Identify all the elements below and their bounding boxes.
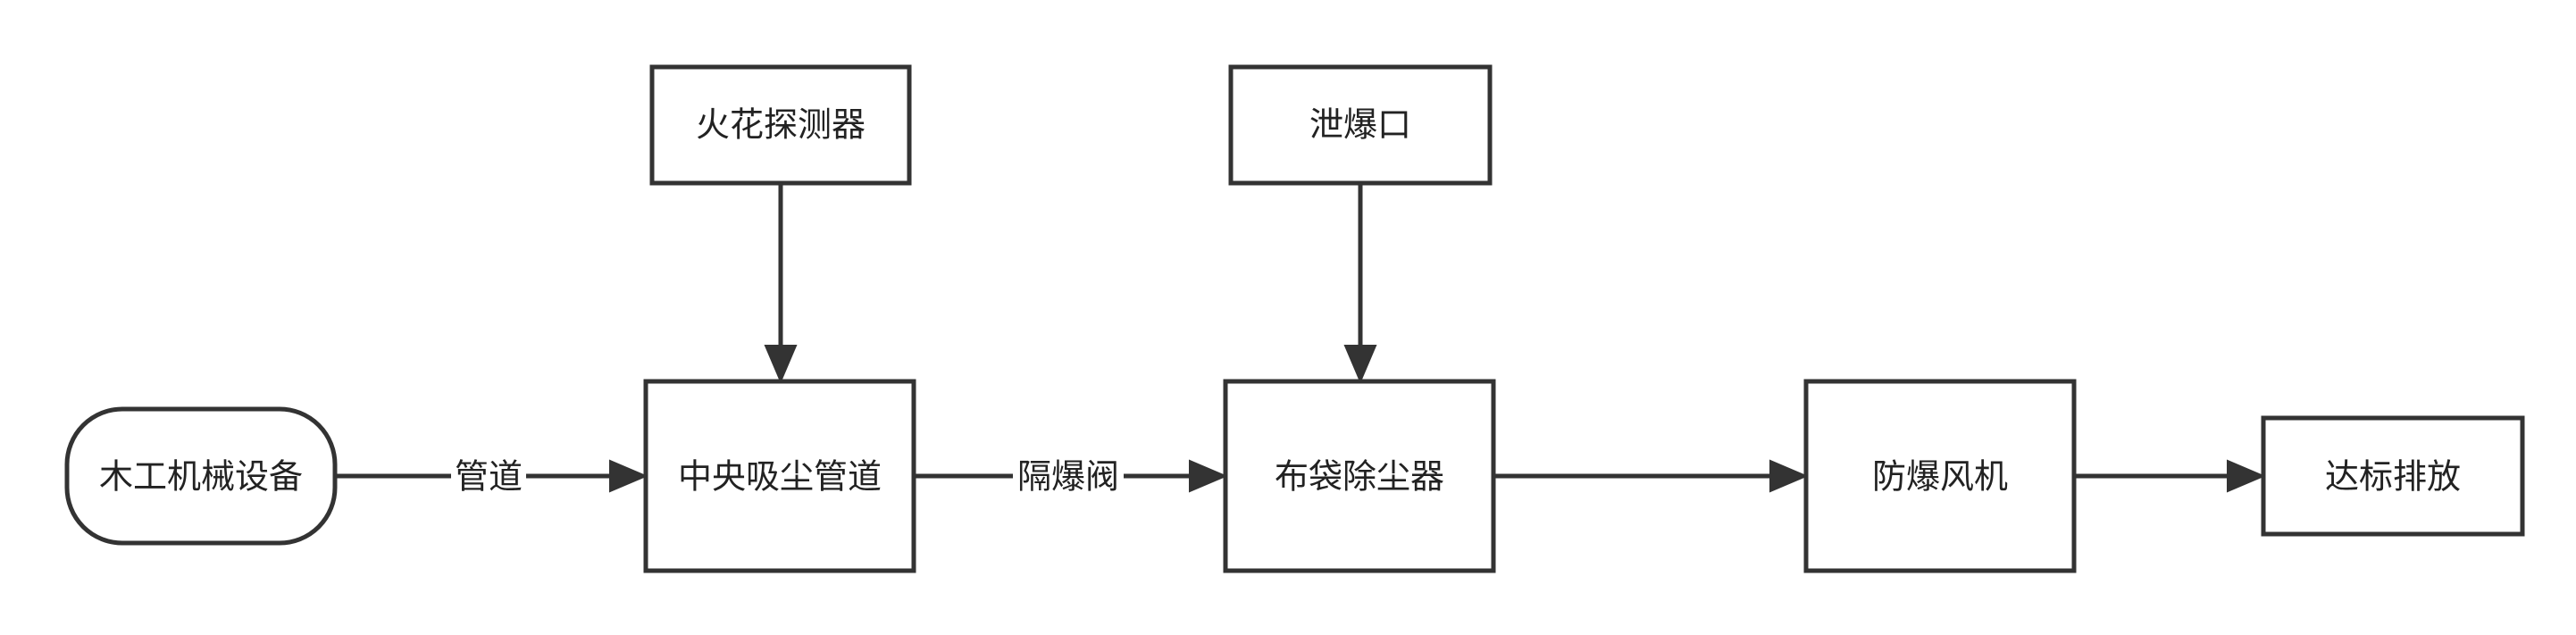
node-spark-detector-shape bbox=[649, 64, 912, 186]
edge-vent-to-bag-filter bbox=[1343, 183, 1377, 384]
node-spark-detector: 火花探测器 bbox=[649, 64, 912, 186]
node-bag-filter: 布袋除尘器 bbox=[1223, 379, 1496, 573]
node-wood-machinery-label: 木工机械设备 bbox=[99, 457, 303, 497]
node-compliant-discharge: 达标排放 bbox=[2261, 415, 2525, 537]
node-vent: 泄爆口 bbox=[1228, 64, 1493, 186]
edge-duct-to-bag-filter-arrowhead bbox=[1189, 459, 1228, 493]
edge-bag-filter-to-fan-arrowhead bbox=[1769, 459, 1809, 493]
edge-spark-detector-to-duct-arrowhead bbox=[764, 345, 798, 384]
edge-machinery-to-duct: 管道 bbox=[335, 455, 648, 498]
edge-vent-to-bag-filter-arrowhead bbox=[1343, 345, 1377, 384]
node-vent-label: 泄爆口 bbox=[1309, 105, 1411, 145]
edge-duct-to-bag-filter: 隔爆阀 bbox=[914, 455, 1228, 498]
edge-bag-filter-to-fan bbox=[1493, 459, 1809, 493]
node-central-duct: 中央吸尘管道 bbox=[643, 379, 916, 573]
node-explosion-proof-fan-shape bbox=[1803, 379, 2077, 573]
node-bag-filter-label: 布袋除尘器 bbox=[1275, 457, 1444, 497]
node-explosion-proof-fan: 防爆风机 bbox=[1803, 379, 2077, 573]
node-central-duct-label: 中央吸尘管道 bbox=[678, 457, 882, 497]
edge-fan-to-discharge bbox=[2074, 459, 2266, 493]
edge-duct-to-bag-filter-label: 隔爆阀 bbox=[1017, 457, 1119, 497]
node-spark-detector-label: 火花探测器 bbox=[696, 105, 866, 145]
edge-fan-to-discharge-arrowhead bbox=[2227, 459, 2266, 493]
edge-spark-detector-to-duct bbox=[764, 183, 798, 384]
node-bag-filter-shape bbox=[1223, 379, 1496, 573]
edge-machinery-to-duct-label: 管道 bbox=[455, 457, 523, 497]
node-explosion-proof-fan-label: 防爆风机 bbox=[1872, 457, 2008, 497]
node-compliant-discharge-label: 达标排放 bbox=[2325, 457, 2461, 497]
edge-machinery-to-duct-label-bg bbox=[451, 455, 526, 498]
edge-machinery-to-duct-arrowhead bbox=[609, 459, 648, 493]
edge-duct-to-bag-filter-label-bg bbox=[1013, 455, 1124, 498]
node-central-duct-shape bbox=[643, 379, 916, 573]
node-wood-machinery: 木工机械设备 bbox=[64, 406, 338, 546]
node-compliant-discharge-shape bbox=[2261, 415, 2525, 537]
